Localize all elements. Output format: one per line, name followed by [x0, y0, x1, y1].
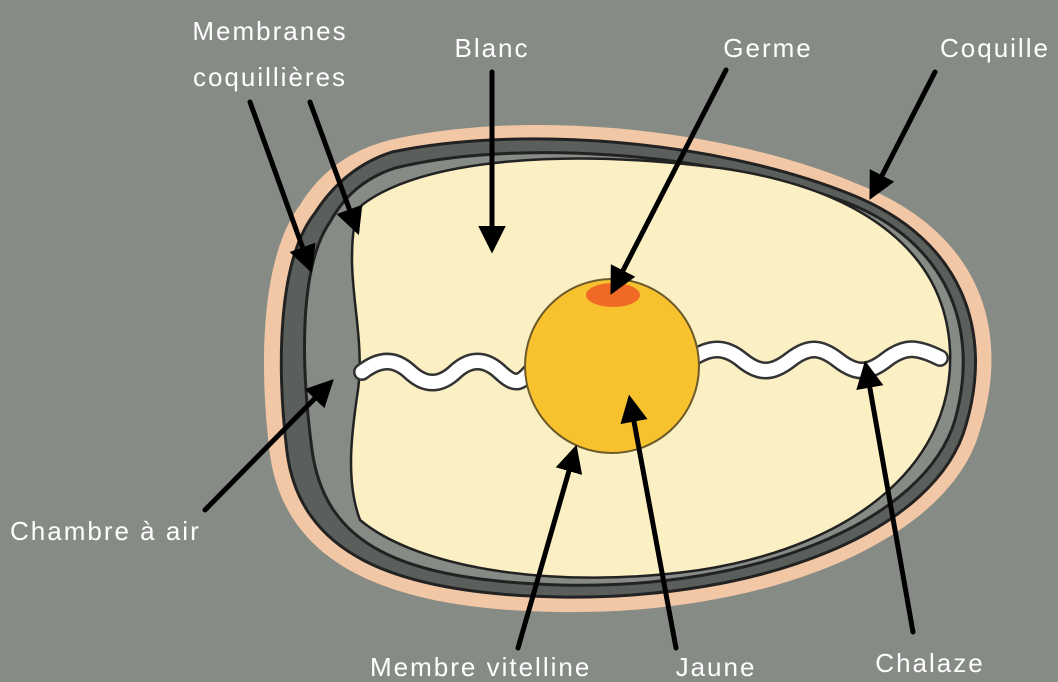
arrow-membranes-outer: [250, 102, 310, 268]
label-membranes-line2: coquillières: [193, 62, 347, 92]
label-membrane-vitelline: Membre vitelline: [370, 652, 591, 682]
arrow-coquille: [872, 72, 935, 195]
label-coquille: Coquille: [940, 33, 1050, 63]
label-membranes-line1: Membranes: [192, 16, 347, 46]
label-chambre-a-air: Chambre à air: [10, 516, 201, 546]
label-chalaze: Chalaze: [875, 648, 984, 678]
label-germe: Germe: [723, 33, 812, 63]
label-jaune: Jaune: [676, 652, 757, 682]
label-blanc: Blanc: [454, 33, 529, 63]
